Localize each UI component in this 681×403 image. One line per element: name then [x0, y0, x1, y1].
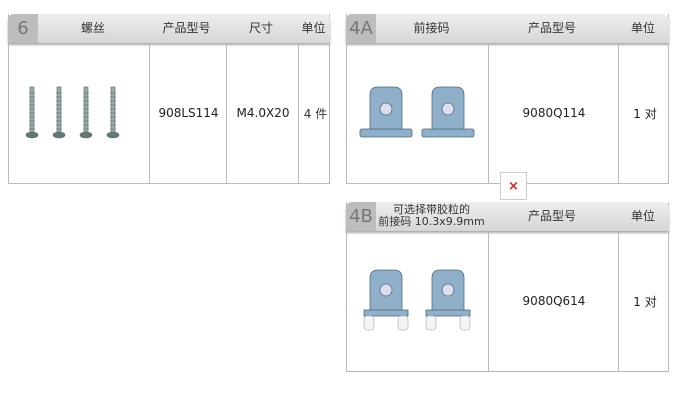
model-cell: 9080Q614: [488, 231, 619, 371]
header-unit: 单位: [630, 21, 655, 35]
hinge-with-bumper-image: [347, 231, 488, 371]
table-header: 4A 前接码 产品型号 单位: [346, 14, 669, 43]
header-name-line1: 可选择带胶粒的: [393, 203, 470, 216]
unit-cell: 1 对: [618, 43, 671, 183]
size-cell: M4.0X20: [226, 43, 299, 183]
table-4a: 4A 前接码 产品型号 单位 9080Q114 1 对: [346, 14, 669, 184]
header-model: 产品型号: [162, 21, 211, 35]
header-model: 产品型号: [527, 209, 576, 223]
hinge-image: [347, 43, 488, 183]
model-cell: 908LS114: [149, 43, 227, 183]
screws-image: [9, 43, 149, 183]
section-number: 6: [8, 14, 38, 43]
section-number: 4B: [346, 202, 376, 231]
header-unit: 单位: [630, 209, 655, 223]
table-4b: 4B 可选择带胶粒的 前接码 10.3x9.9mm 产品型号 单位 9080Q6…: [346, 202, 669, 372]
unit-cell: 4 件: [298, 43, 332, 183]
model-cell: 9080Q114: [488, 43, 619, 183]
header-name: 前接码: [413, 21, 450, 35]
header-name: 螺丝: [80, 21, 105, 35]
section-number: 4A: [346, 14, 376, 43]
header-name: 可选择带胶粒的 前接码 10.3x9.9mm: [376, 204, 487, 228]
table-6: 6 螺丝 产品型号 尺寸 单位 908LS114 M4.0X20 4 件: [8, 14, 330, 184]
header-model: 产品型号: [527, 21, 576, 35]
header-size: 尺寸: [248, 21, 273, 35]
unit-cell: 1 对: [618, 231, 671, 371]
header-unit: 单位: [301, 21, 326, 35]
broken-image-icon: ×: [500, 172, 527, 200]
header-name-line2: 前接码 10.3x9.9mm: [378, 215, 485, 228]
table-header: 6 螺丝 产品型号 尺寸 单位: [8, 14, 330, 43]
table-header: 4B 可选择带胶粒的 前接码 10.3x9.9mm 产品型号 单位: [346, 202, 669, 231]
